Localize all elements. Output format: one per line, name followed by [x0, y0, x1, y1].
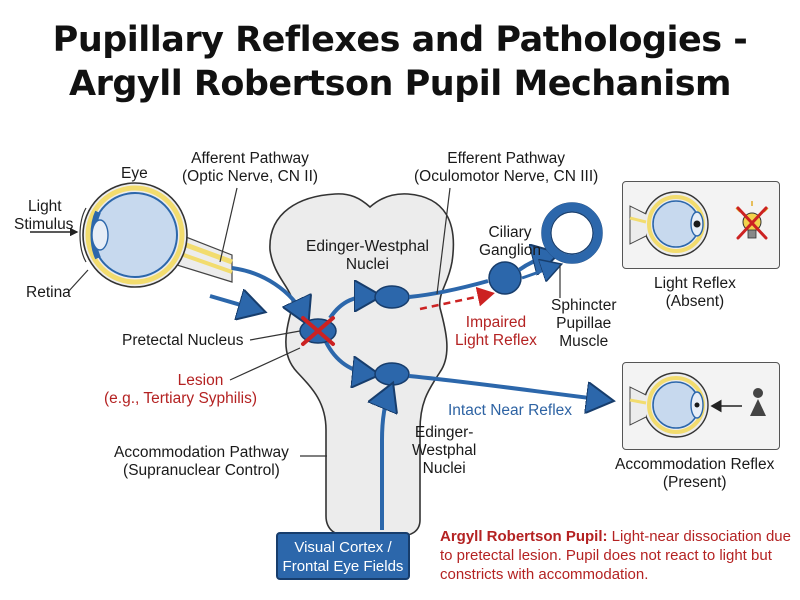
retina-label: Retina — [26, 284, 71, 301]
impaired-light-reflex-label: Impaired Light Reflex — [455, 314, 537, 349]
note-text: Light-near dissociation due to pretectal… — [440, 528, 791, 583]
accommodation-pathway-label: Accommodation Pathway (Supranuclear Cont… — [114, 444, 289, 479]
near-object-icon — [750, 388, 766, 416]
lesion-label: Lesion (e.g., Tertiary Syphilis) — [104, 372, 258, 407]
page-title: Pupillary Reflexes and Pathologies - Arg… — [0, 18, 800, 106]
argyll-robertson-note: Argyll Robertson Pupil: Light-near disso… — [440, 527, 796, 584]
light-reflex-caption: Light Reflex (Absent) — [654, 275, 736, 310]
ciliary-ganglion-label: Ciliary Ganglion — [479, 224, 542, 259]
pretectal-nucleus-label: Pretectal Nucleus — [122, 332, 244, 349]
eye-illustration — [79, 182, 233, 288]
lesion-x-mark — [301, 316, 335, 346]
ew-lower-nucleus-shape — [374, 362, 410, 386]
light-stimulus-label: Light Stimulus — [14, 198, 74, 233]
intact-near-reflex-label: Intact Near Reflex — [448, 402, 573, 419]
sphincter-pupillae-label: Sphincter Pupillae Muscle — [551, 297, 617, 350]
accommodation-reflex-caption: Accommodation Reflex (Present) — [615, 456, 775, 491]
light-bulb-icon — [735, 201, 769, 239]
no-light-reflex-x-icon — [736, 206, 768, 240]
ew-upper-nucleus-shape — [374, 285, 410, 309]
ew-upper-label: Edinger-Westphal Nuclei — [306, 238, 429, 273]
afferent-pathway-label: Afferent Pathway (Optic Nerve, CN II) — [182, 150, 319, 185]
note-heading: Argyll Robertson Pupil: — [440, 528, 608, 545]
eye-label: Eye — [121, 165, 148, 182]
visual-cortex-box: Visual Cortex / Frontal Eye Fields — [276, 532, 410, 580]
ew-lower-label: Edinger- Westphal Nuclei — [412, 424, 477, 477]
ciliary-ganglion-shape — [488, 261, 522, 295]
accommodation-eye-icon — [629, 372, 709, 438]
title-line-1: Pupillary Reflexes and Pathologies - — [52, 20, 748, 60]
efferent-pathway-label: Efferent Pathway (Oculomotor Nerve, CN I… — [414, 150, 599, 185]
title-line-2: Argyll Robertson Pupil Mechanism — [68, 64, 732, 104]
light-reflex-eye-icon — [629, 191, 709, 257]
